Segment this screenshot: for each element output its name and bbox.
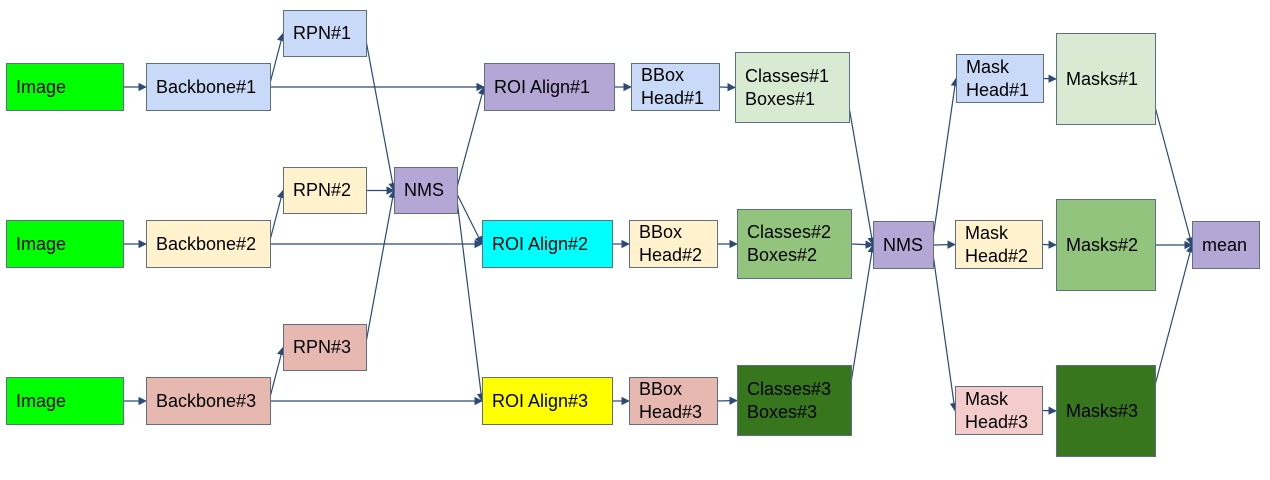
bbox-head-node-3: BBox Head#3 bbox=[629, 377, 718, 425]
edge-nms-1-to-roi-align-3 bbox=[455, 191, 486, 402]
roi-align-node-1: ROI Align#1 bbox=[484, 63, 615, 111]
edge-backbone-2-to-rpn-2 bbox=[268, 189, 286, 245]
classes-boxes-node-1: Classes#1 Boxes#1 bbox=[735, 52, 850, 123]
roi-align-node-2: ROI Align#2 bbox=[482, 220, 613, 268]
edge-mask-head-3-to-masks-3 bbox=[1042, 406, 1057, 415]
mean-node: mean bbox=[1192, 221, 1260, 269]
edge-nms-2-to-mask-head-3 bbox=[931, 246, 959, 412]
edge-backbone-1-to-rpn-1 bbox=[268, 32, 286, 88]
edge-nms-2-to-mask-head-1 bbox=[931, 77, 960, 246]
edge-bbox-head-1-to-classes-boxes-1 bbox=[719, 83, 736, 92]
image-node-2: Image bbox=[6, 220, 124, 268]
classes-boxes-node-2: Classes#2 Boxes#2 bbox=[737, 209, 852, 279]
edge-nms-1-to-roi-align-1 bbox=[455, 86, 487, 192]
edge-classes-boxes-2-to-nms-2 bbox=[851, 240, 874, 249]
edge-nms-1-to-roi-align-2 bbox=[455, 191, 483, 245]
edge-classes-boxes-1-to-nms-2 bbox=[847, 100, 876, 246]
edge-nms-2-to-mask-head-2 bbox=[933, 240, 956, 249]
rpn-node-1: RPN#1 bbox=[283, 10, 367, 57]
nms-node-2: NMS bbox=[873, 221, 934, 269]
edge-mask-head-1-to-masks-1 bbox=[1043, 74, 1057, 83]
backbone-node-2: Backbone#2 bbox=[146, 220, 271, 268]
edge-backbone-3-to-rpn-3 bbox=[268, 346, 286, 402]
rpn-node-2: RPN#2 bbox=[283, 167, 367, 214]
bbox-head-node-1: BBox Head#1 bbox=[631, 63, 720, 111]
masks-node-2: Masks#2 bbox=[1056, 199, 1156, 291]
masks-node-3: Masks#3 bbox=[1056, 365, 1156, 457]
edge-classes-boxes-3-to-nms-2 bbox=[849, 244, 876, 390]
image-node-3: Image bbox=[6, 377, 124, 425]
bbox-head-node-2: BBox Head#2 bbox=[629, 220, 718, 268]
rpn-node-3: RPN#3 bbox=[283, 324, 367, 371]
masks-node-1: Masks#1 bbox=[1056, 33, 1156, 125]
mask-head-node-2: Mask Head#2 bbox=[955, 220, 1043, 269]
backbone-node-1: Backbone#1 bbox=[146, 63, 271, 111]
roi-align-node-3: ROI Align#3 bbox=[482, 377, 613, 425]
edge-masks-1-to-mean bbox=[1153, 102, 1195, 246]
mask-head-node-1: Mask Head#1 bbox=[956, 54, 1044, 103]
nms-node-1: NMS bbox=[394, 167, 458, 214]
classes-boxes-node-3: Classes#3 Boxes#3 bbox=[737, 365, 852, 436]
edge-mask-head-2-to-masks-2 bbox=[1042, 240, 1057, 249]
edge-bbox-head-3-to-classes-boxes-3 bbox=[717, 396, 738, 405]
edge-rpn-3-to-nms-1 bbox=[364, 189, 397, 349]
edge-masks-3-to-mean bbox=[1153, 244, 1195, 390]
image-node-1: Image bbox=[6, 63, 124, 111]
backbone-node-3: Backbone#3 bbox=[146, 377, 271, 425]
mask-head-node-3: Mask Head#3 bbox=[955, 386, 1043, 435]
edge-rpn-1-to-nms-1 bbox=[364, 34, 397, 192]
